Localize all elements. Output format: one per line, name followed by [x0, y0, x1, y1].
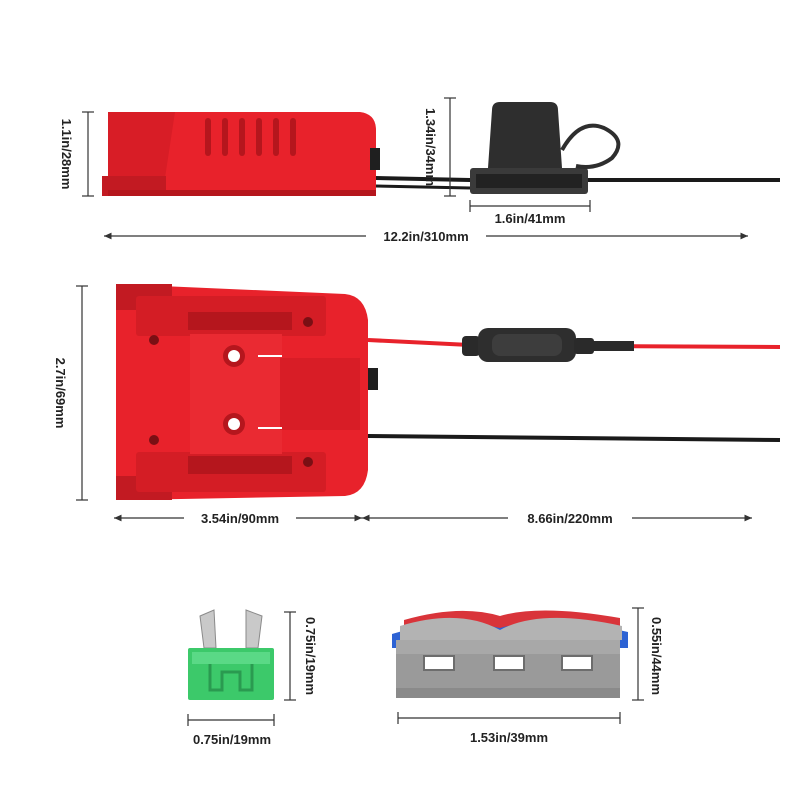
black-cable: [367, 434, 781, 442]
fuse-holder-height-label: 1.34in/34mm: [423, 108, 438, 186]
fuse-holder-width-label: 1.6in/41mm: [495, 211, 566, 226]
fuse-holder-side-view: [470, 102, 621, 194]
adapter-height-label: 1.1in/28mm: [59, 119, 74, 190]
switch-side-icon: [370, 148, 380, 170]
front-view: 2.7in/69mm 3.54in/90mm 8.66in/220mm: [53, 284, 781, 528]
fuse-width-label: 0.75in/19mm: [193, 732, 271, 747]
top-view: 1.1in/28mm 1.34in/34mm 1.6in/41mm 12.2in…: [59, 97, 780, 246]
inline-connector: [462, 328, 634, 362]
blade-fuse: 0.75in/19mm 0.75in/19mm: [187, 609, 318, 747]
wire-connector: 0.55in/44mm 1.53in/39mm: [392, 607, 664, 745]
adapter-front-view: [116, 284, 378, 500]
front-height-label: 2.7in/69mm: [53, 358, 68, 429]
fuse-height-label: 0.75in/19mm: [303, 617, 318, 695]
total-length-label: 12.2in/310mm: [383, 229, 468, 244]
adapter-side-view: [102, 112, 380, 196]
cable-length-label: 8.66in/220mm: [527, 511, 612, 526]
adapter-width-label: 3.54in/90mm: [201, 511, 279, 526]
switch-front-icon: [368, 368, 378, 390]
connector-width-label: 1.53in/39mm: [470, 730, 548, 745]
connector-height-label: 0.55in/44mm: [649, 617, 664, 695]
red-cable: [367, 338, 471, 347]
